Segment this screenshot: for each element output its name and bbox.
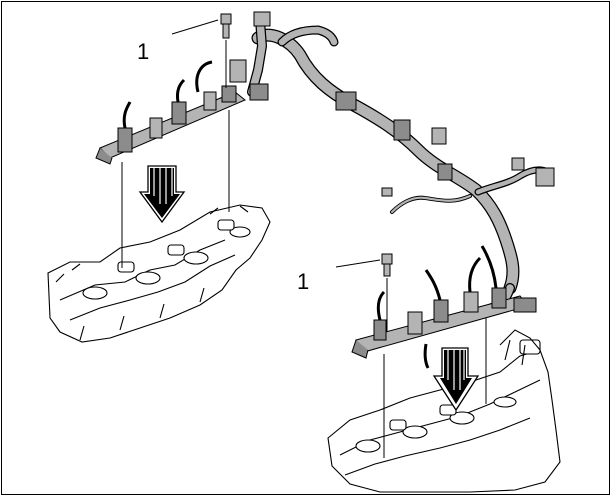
bolt-bottom [381, 253, 393, 277]
alignment-lines [121, 40, 487, 458]
right-injector-harness [351, 245, 537, 369]
callout-label-bolt-top: 1 [137, 39, 150, 64]
right-cylinder-head [327, 329, 561, 493]
callout-leaders [171, 19, 381, 268]
callout-label-bolt-bottom: 1 [297, 269, 310, 294]
install-direction-arrow-left [138, 165, 186, 224]
left-injector-harness [95, 59, 247, 165]
left-cylinder-head [47, 204, 271, 343]
wiring-harness [247, 11, 555, 313]
bolt-top [220, 13, 232, 39]
install-direction-arrow-right [432, 347, 480, 412]
